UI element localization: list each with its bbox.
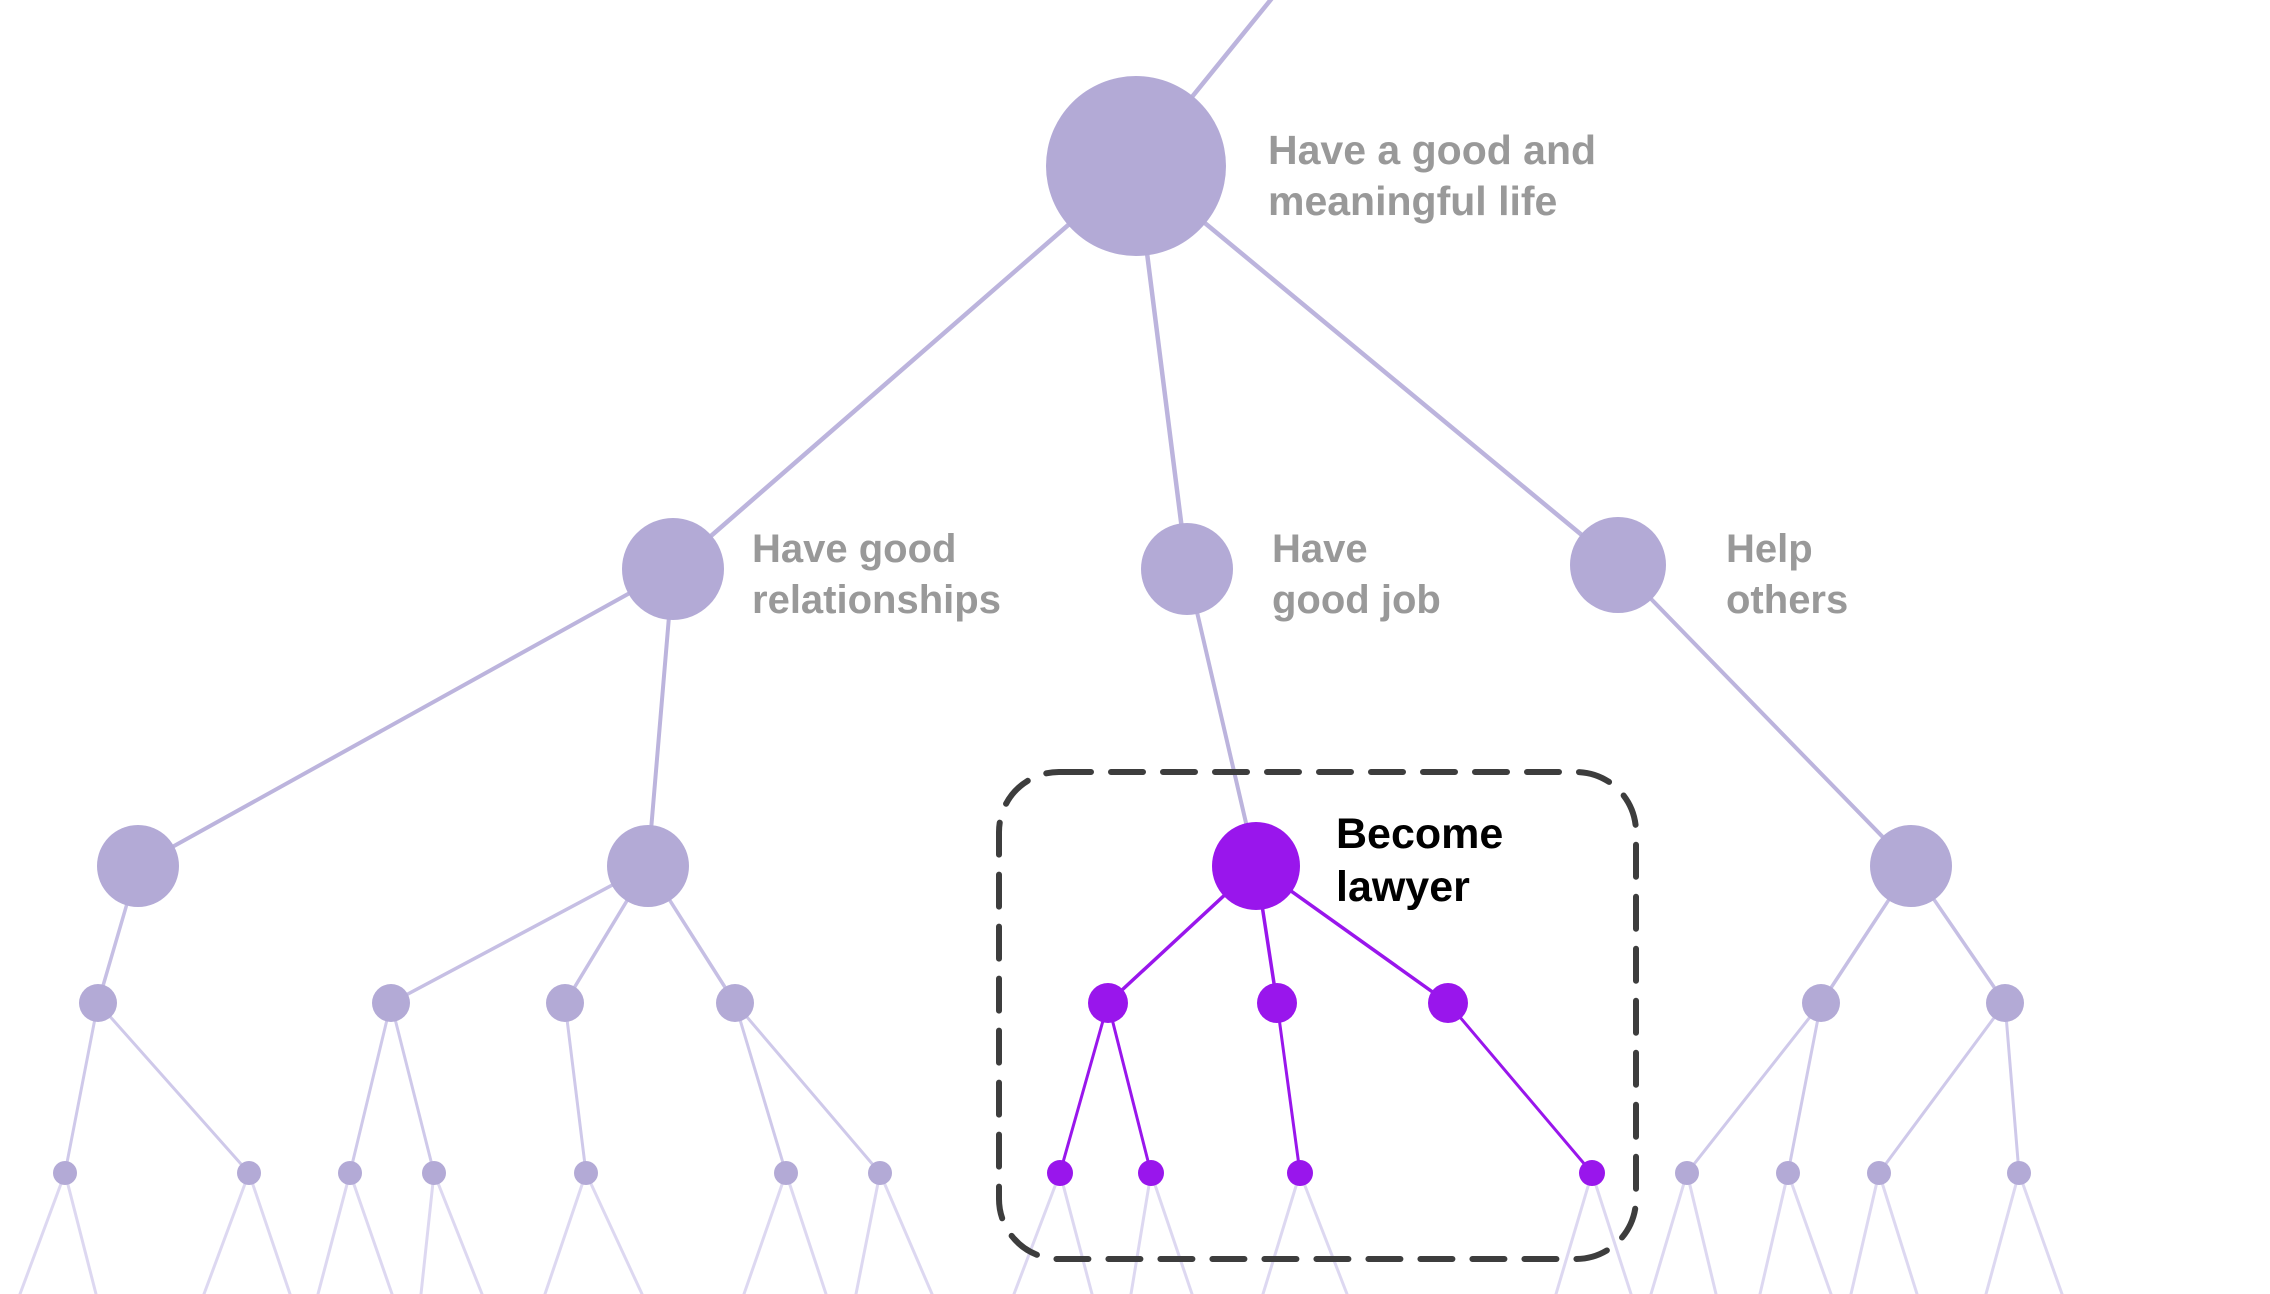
edge-n4f-p3: [1275, 1001, 1302, 1175]
tree-node-lawyer: [1212, 822, 1300, 910]
edge-n4h-n5i: [1786, 1001, 1823, 1175]
edge-n5c-offscreen: [348, 1171, 394, 1294]
nodes-layer: [53, 76, 2031, 1186]
tree-node-rel2: [607, 825, 689, 907]
edge-n4d-n5f: [733, 1001, 788, 1175]
edge-n4e-p2: [1106, 1001, 1153, 1175]
tree-node-job: [1141, 523, 1233, 615]
edge-n5b-offscreen: [247, 1171, 292, 1294]
highlight-box: [996, 769, 1639, 1262]
tree-node-p3: [1287, 1160, 1313, 1186]
edge-n4i-n5j: [1877, 1001, 2007, 1175]
edge-n5d-offscreen: [419, 1171, 436, 1294]
edge-n5a-offscreen: [18, 1171, 67, 1294]
tree-node-n4h: [1802, 984, 1840, 1022]
tree-node-n5j: [1867, 1161, 1891, 1185]
edge-n5e-offscreen: [584, 1171, 644, 1294]
tree-node-rel: [622, 518, 724, 620]
edge-p4-offscreen: [1590, 1171, 1633, 1294]
tree-node-n5c: [338, 1161, 362, 1185]
tree-node-n4c: [546, 984, 584, 1022]
tree-node-n4g: [1428, 983, 1468, 1023]
tree-node-n4e: [1088, 983, 1128, 1023]
edge-n5h-offscreen: [1649, 1171, 1689, 1294]
edge-rel-rel1: [136, 567, 675, 868]
edge-n5i-offscreen: [1786, 1171, 1833, 1294]
edge-n4a-n5b: [96, 1001, 251, 1175]
edges-layer: [18, 0, 2064, 1294]
edge-root-help: [1133, 163, 1621, 568]
edge-n4h-n5h: [1685, 1001, 1823, 1175]
edge-p3-offscreen: [1298, 1171, 1349, 1294]
edge-n5c-offscreen: [316, 1171, 352, 1294]
tree-node-rel1: [97, 825, 179, 907]
edge-p4-offscreen: [1554, 1171, 1594, 1294]
tree-node-p2: [1138, 1160, 1164, 1186]
tree-node-n5g: [868, 1161, 892, 1185]
edge-n4b-n5c: [348, 1001, 393, 1175]
edge-p1-offscreen: [1058, 1171, 1094, 1294]
edge-n5a-offscreen: [63, 1171, 98, 1294]
tree-node-n4d: [716, 984, 754, 1022]
tree-node-n4i: [1986, 984, 2024, 1022]
tree-node-n5e: [574, 1161, 598, 1185]
edge-n5j-offscreen: [1849, 1171, 1881, 1294]
tree-node-n5f: [774, 1161, 798, 1185]
edge-n5f-offscreen: [784, 1171, 828, 1294]
tree-node-n5i: [1776, 1161, 1800, 1185]
edge-n5h-offscreen: [1685, 1171, 1718, 1294]
edge-n4d-n5g: [733, 1001, 882, 1175]
tree-node-n5b: [237, 1161, 261, 1185]
edge-n5d-offscreen: [432, 1171, 484, 1294]
edge-n5k-offscreen: [1984, 1171, 2021, 1294]
edge-n5g-offscreen: [878, 1171, 934, 1294]
tree-node-n4b: [372, 984, 410, 1022]
edge-n5b-offscreen: [202, 1171, 251, 1294]
tree-node-n5h: [1675, 1161, 1699, 1185]
edge-n4c-n5e: [563, 1001, 588, 1175]
tree-node-root: [1046, 76, 1226, 256]
box-layer: [996, 769, 1639, 1262]
edge-p2-offscreen: [1149, 1171, 1194, 1294]
edge-n4a-n5a: [63, 1001, 100, 1175]
edge-n4e-p1: [1058, 1001, 1110, 1175]
edge-n5k-offscreen: [2017, 1171, 2064, 1294]
tree-node-p4: [1579, 1160, 1605, 1186]
edge-job-lawyer: [1185, 567, 1258, 868]
edge-n5e-offscreen: [543, 1171, 588, 1294]
edge-help-help1: [1616, 563, 1913, 868]
tree-node-n4a: [79, 984, 117, 1022]
edge-n4g-p4: [1446, 1001, 1594, 1175]
tree-node-n4f: [1257, 983, 1297, 1023]
edge-p1-offscreen: [1012, 1171, 1062, 1294]
edge-p2-offscreen: [1129, 1171, 1153, 1294]
edge-root-rel: [670, 163, 1139, 572]
tree-node-n5d: [422, 1161, 446, 1185]
edge-n4i-n5k: [2003, 1001, 2021, 1175]
edge-rel2-n4b: [389, 864, 650, 1005]
tree-node-p1: [1047, 1160, 1073, 1186]
tree-node-help1: [1870, 825, 1952, 907]
edge-n5i-offscreen: [1758, 1171, 1790, 1294]
edge-n4b-n5d: [389, 1001, 436, 1175]
edge-n5j-offscreen: [1877, 1171, 1919, 1294]
tree-node-n5a: [53, 1161, 77, 1185]
tree-node-n5k: [2007, 1161, 2031, 1185]
edge-p3-offscreen: [1261, 1171, 1302, 1294]
tree-node-help: [1570, 517, 1666, 613]
edge-n5f-offscreen: [742, 1171, 788, 1294]
edge-n5g-offscreen: [854, 1171, 882, 1294]
